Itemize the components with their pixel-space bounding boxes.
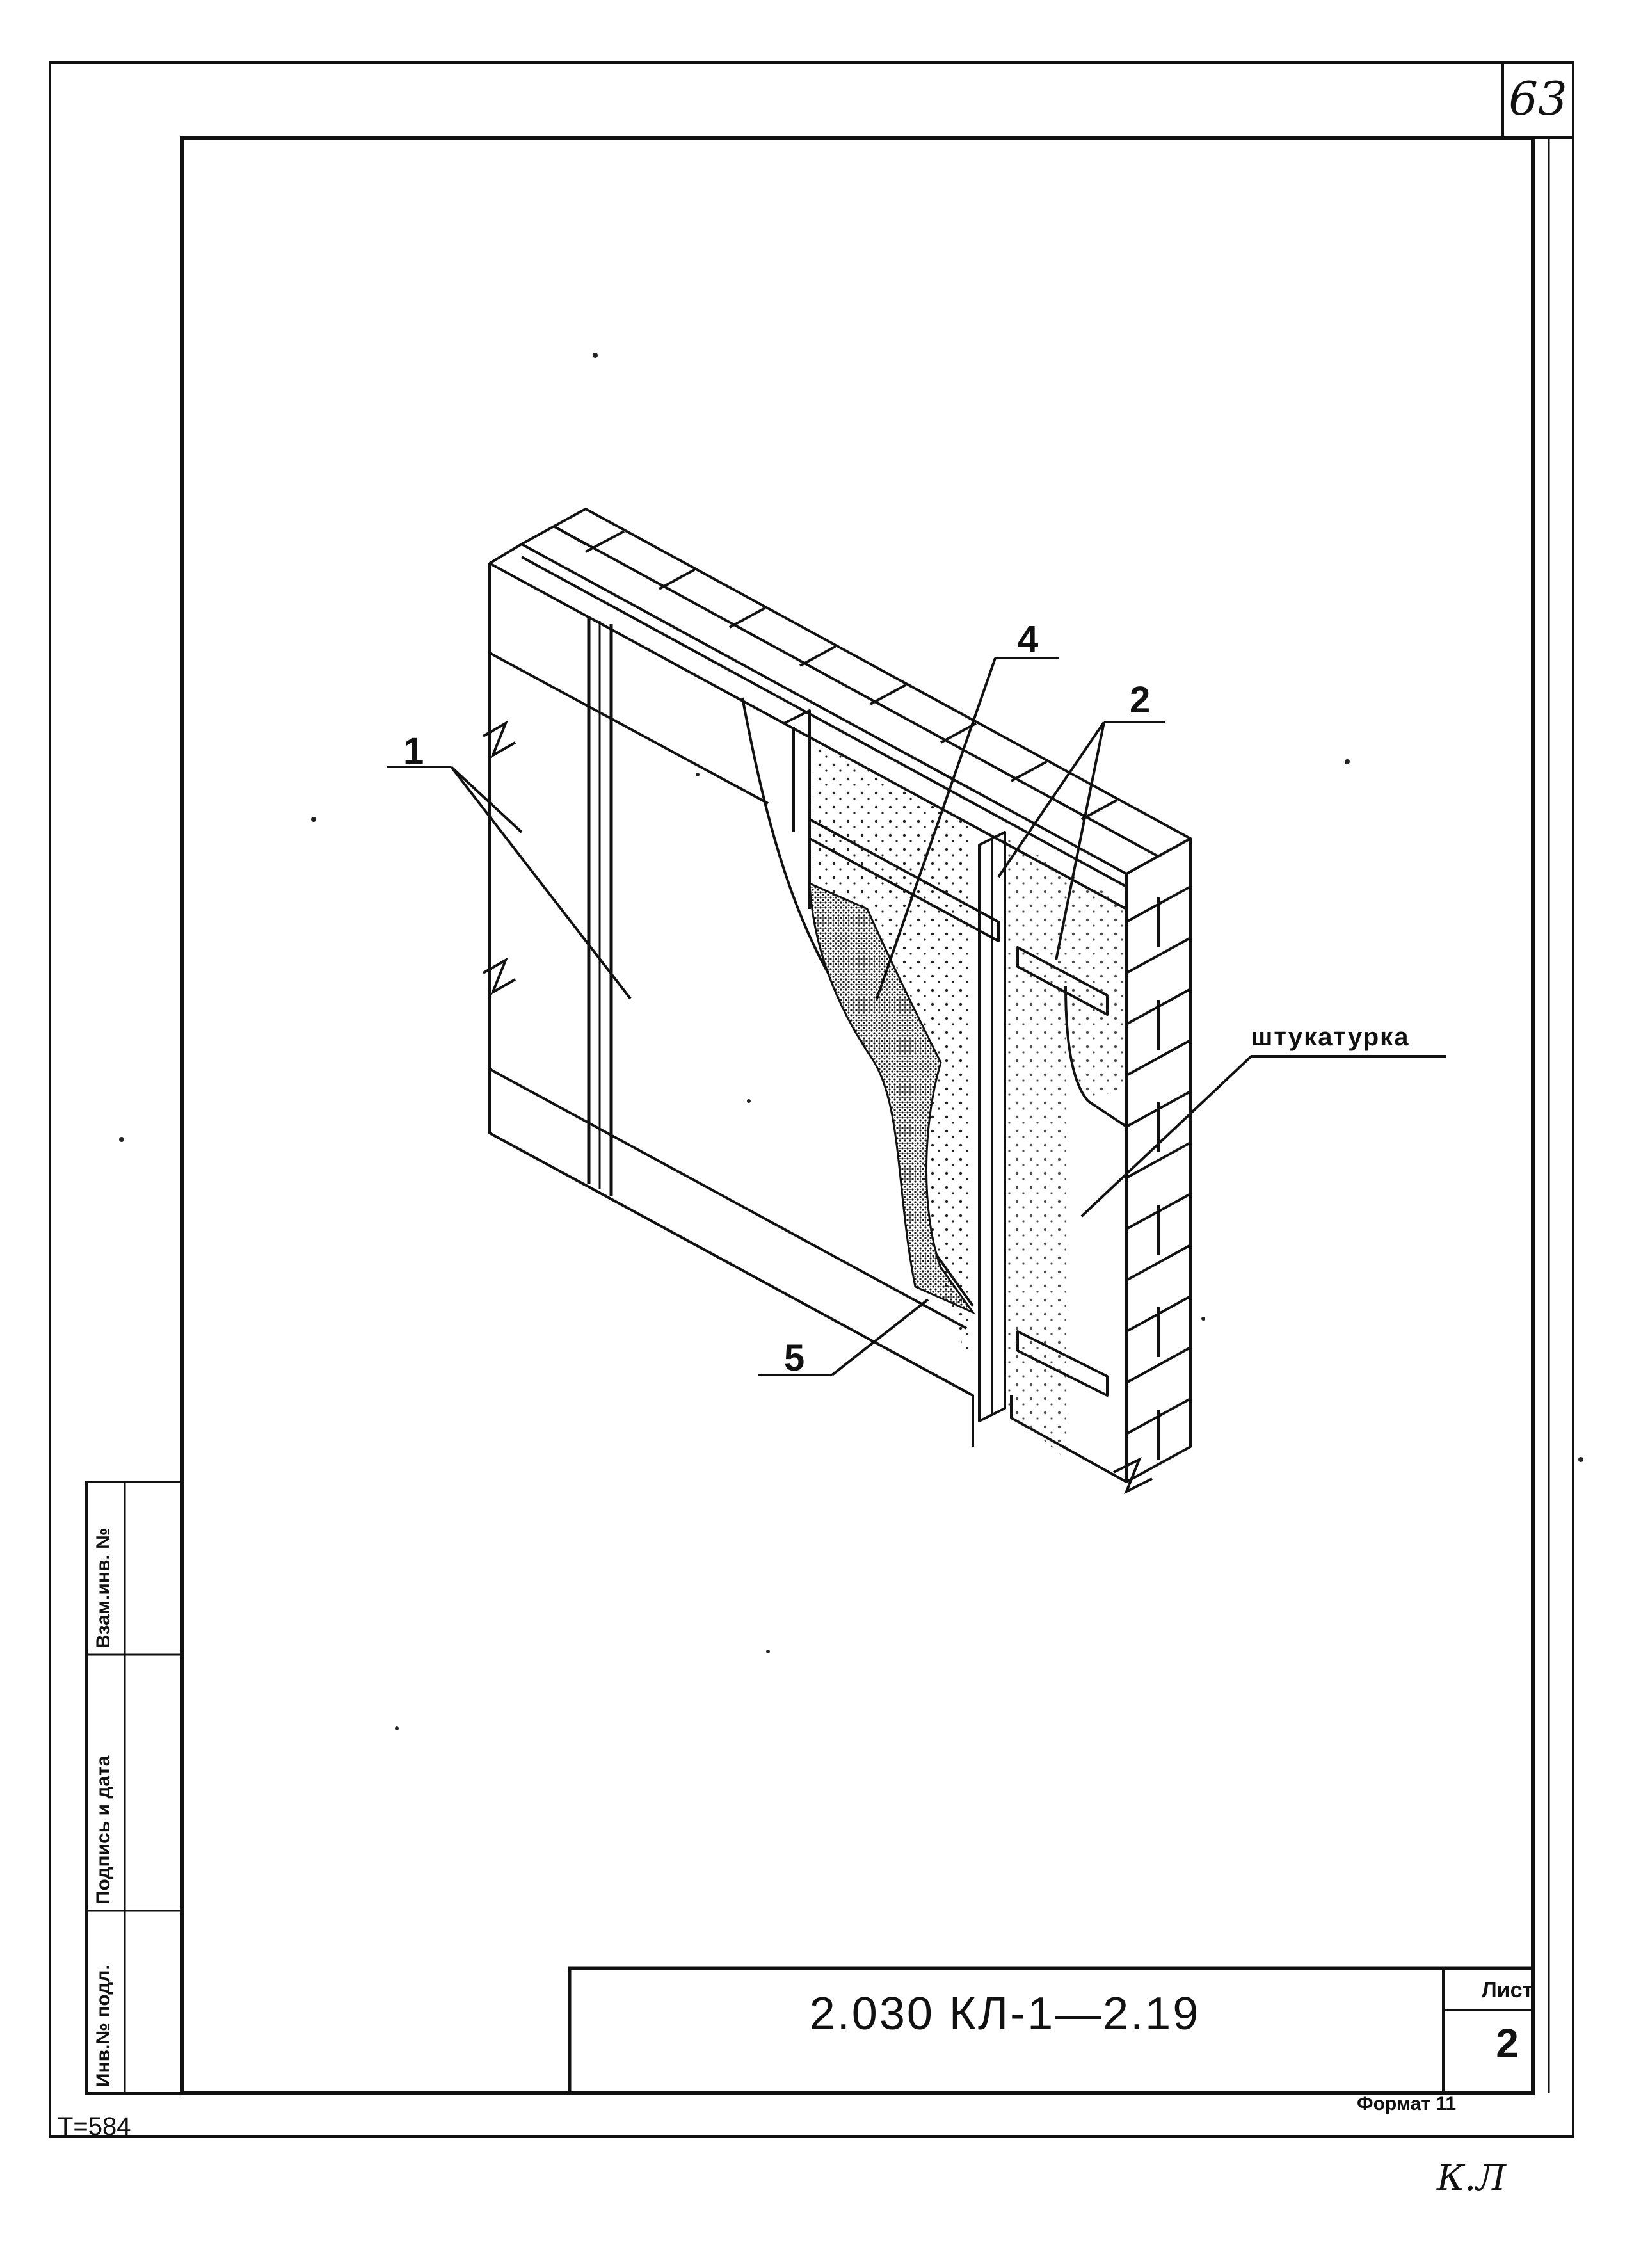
callout-4: 4 [1018, 618, 1039, 660]
scan-specks [119, 353, 1583, 1730]
insulation-hatch [808, 881, 976, 1315]
document-code: 2.030 КЛ-1—2.19 [809, 1988, 1201, 2039]
side-stamp-replaced-inv: Взам.инв. № [93, 1527, 114, 1648]
callout-1: 1 [403, 730, 424, 772]
corner-sheet-number: 63 [1509, 72, 1567, 125]
format-label: Формат 11 [1357, 2093, 1457, 2114]
corner-number-box [1501, 61, 1574, 139]
wall-dots [1008, 839, 1123, 1460]
side-stamp [85, 1481, 184, 2095]
plaster-label: штукатурка [1251, 1023, 1410, 1051]
sheet-number: 2 [1496, 2020, 1519, 2066]
handwritten-mark: К.Л [1437, 2157, 1506, 2199]
outer-frame [49, 61, 1574, 2138]
callout-5: 5 [784, 1337, 805, 1379]
title-block [568, 1966, 1535, 2095]
break-marks [483, 720, 1153, 1495]
side-stamp-sign-date: Подпись и дата [93, 1755, 114, 1904]
bottom-note: Т=584 [58, 2112, 131, 2141]
callout-2: 2 [1130, 679, 1151, 721]
inner-frame [180, 136, 1535, 2095]
leader-lines [387, 657, 1446, 1376]
sheet-label: Лист [1481, 1978, 1533, 2002]
plaster-dots [813, 736, 973, 1376]
side-stamp-inv-no: Инв.№ подл. [93, 1965, 114, 2087]
